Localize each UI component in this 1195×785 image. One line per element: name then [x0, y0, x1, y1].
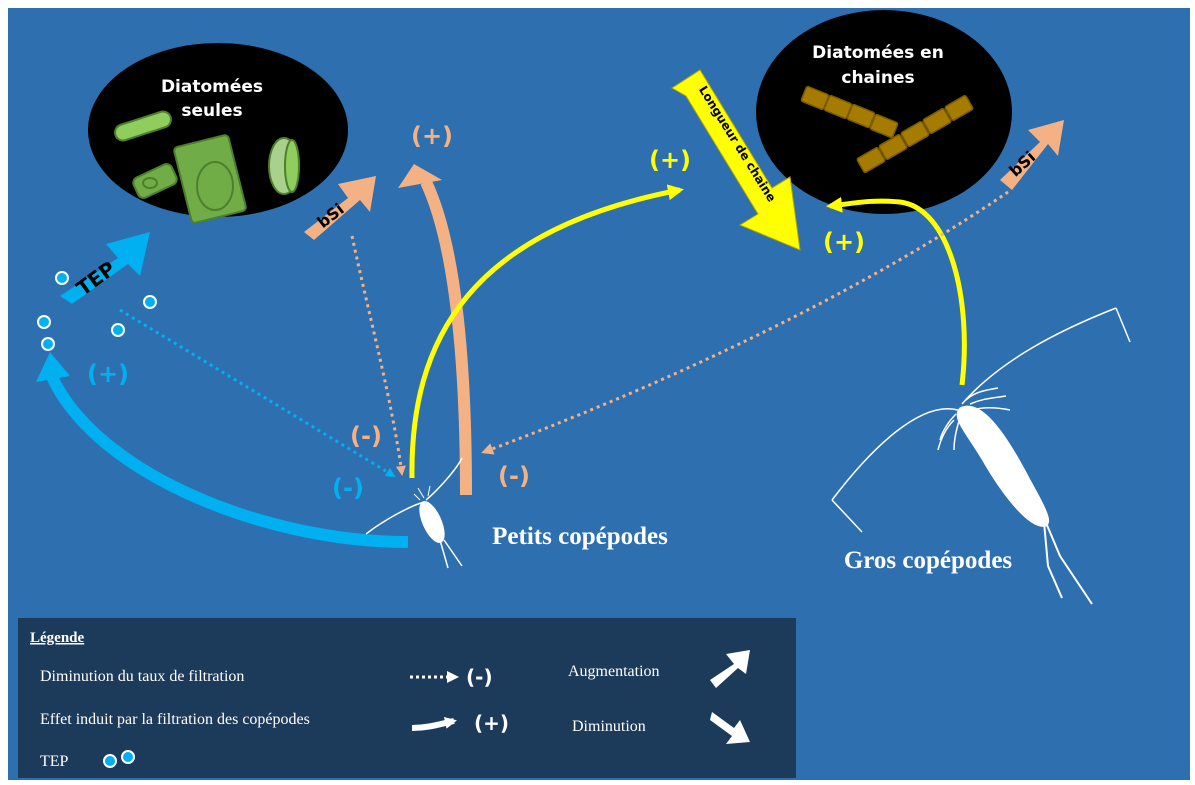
legend-decrease-icon — [710, 712, 750, 744]
legend-title: Légende — [30, 630, 85, 646]
yellow-chain-plus-arrow — [826, 196, 967, 386]
solo-diatom-cells — [114, 110, 300, 224]
yellow-effect-arc — [409, 184, 684, 479]
chain-diatoms-label-line2: chaines — [841, 68, 914, 88]
legend-plus-sign: (+) — [474, 711, 509, 735]
tep-plus-sign: (+) — [87, 360, 129, 388]
legend-filtration-decrease: Diminution du taux de filtration — [40, 668, 244, 685]
chain-diatoms-ellipse — [756, 10, 1012, 214]
solo-diatoms-label-line1: Diatomées — [161, 77, 263, 97]
legend-minus-sign: (-) — [466, 665, 493, 689]
legend-tep-bubble-1 — [103, 754, 117, 768]
tep-bubbles — [37, 271, 157, 351]
legend-decrease: Diminution — [572, 718, 646, 735]
yellow-plus-sign: (+) — [649, 146, 691, 174]
small-copepod-icon — [365, 457, 463, 569]
legend-increase-icon — [710, 650, 750, 688]
legend: Légende Diminution du taux de filtration… — [18, 618, 796, 778]
bsi-left-minus-sign: (-) — [350, 422, 382, 450]
legend-filtration-effect: Effet induit par la filtration des copép… — [40, 711, 310, 728]
large-copepods-label: Gros copépodes — [844, 547, 1013, 574]
tep-increase-arrow — [44, 369, 409, 548]
chain-diatoms-group: Diatomées en chaines — [756, 10, 1012, 214]
bsi-right-minus-sign: (-) — [498, 462, 530, 490]
large-copepod-icon — [831, 307, 1131, 605]
chain-diatoms-label-line1: Diatomées en — [812, 43, 944, 63]
legend-box — [18, 618, 796, 778]
legend-tep: TEP — [40, 753, 69, 770]
solo-diatoms-group: Diatomées seules — [88, 43, 348, 224]
tep-minus-sign: (-) — [332, 474, 364, 502]
tep-increase-arrowhead — [36, 352, 70, 382]
legend-tep-bubble-2 — [121, 750, 135, 764]
bsi-increase-arrow — [420, 179, 472, 496]
legend-increase: Augmentation — [568, 663, 660, 680]
tep-filtration-decrease-arrow — [119, 308, 396, 478]
chain-plus-sign: (+) — [823, 228, 865, 256]
small-copepods-label: Petits copépodes — [492, 523, 668, 550]
bsi-left-plus-sign: (+) — [411, 122, 453, 150]
solo-diatoms-label-line2: seules — [181, 101, 242, 121]
bsi-increase-arrowhead — [398, 164, 442, 188]
legend-solid-arrow — [411, 717, 457, 731]
chain-diatom-cells — [800, 85, 974, 173]
